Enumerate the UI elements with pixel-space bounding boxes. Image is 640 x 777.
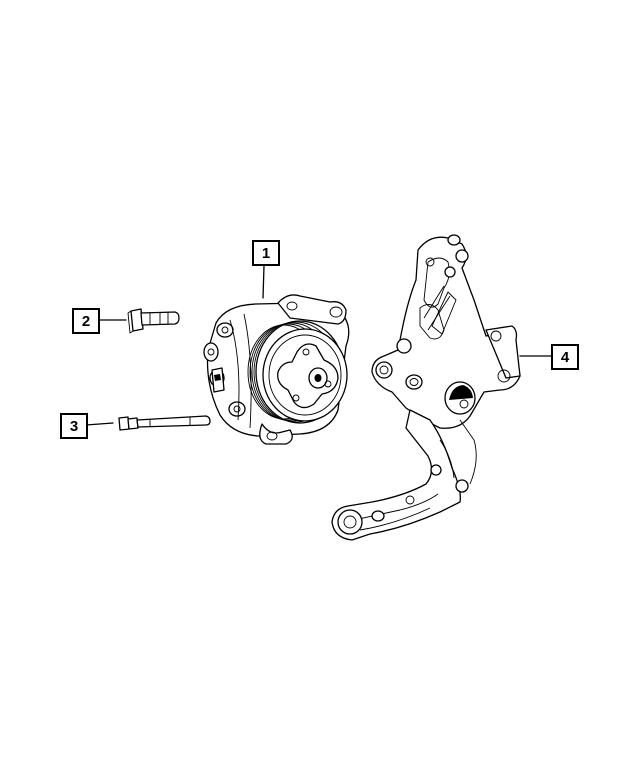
- compressor-illustration: [203, 294, 350, 445]
- callout-2: 2: [72, 308, 100, 334]
- callout-1: 1: [252, 240, 280, 266]
- bolt-short-illustration: [127, 308, 180, 334]
- bracket-illustration: [331, 234, 521, 541]
- bolt-long-illustration: [118, 415, 211, 431]
- leader-line-3: [85, 422, 114, 426]
- leader-line-1: [262, 265, 265, 299]
- callout-3: 3: [60, 413, 88, 439]
- callout-4: 4: [551, 344, 579, 370]
